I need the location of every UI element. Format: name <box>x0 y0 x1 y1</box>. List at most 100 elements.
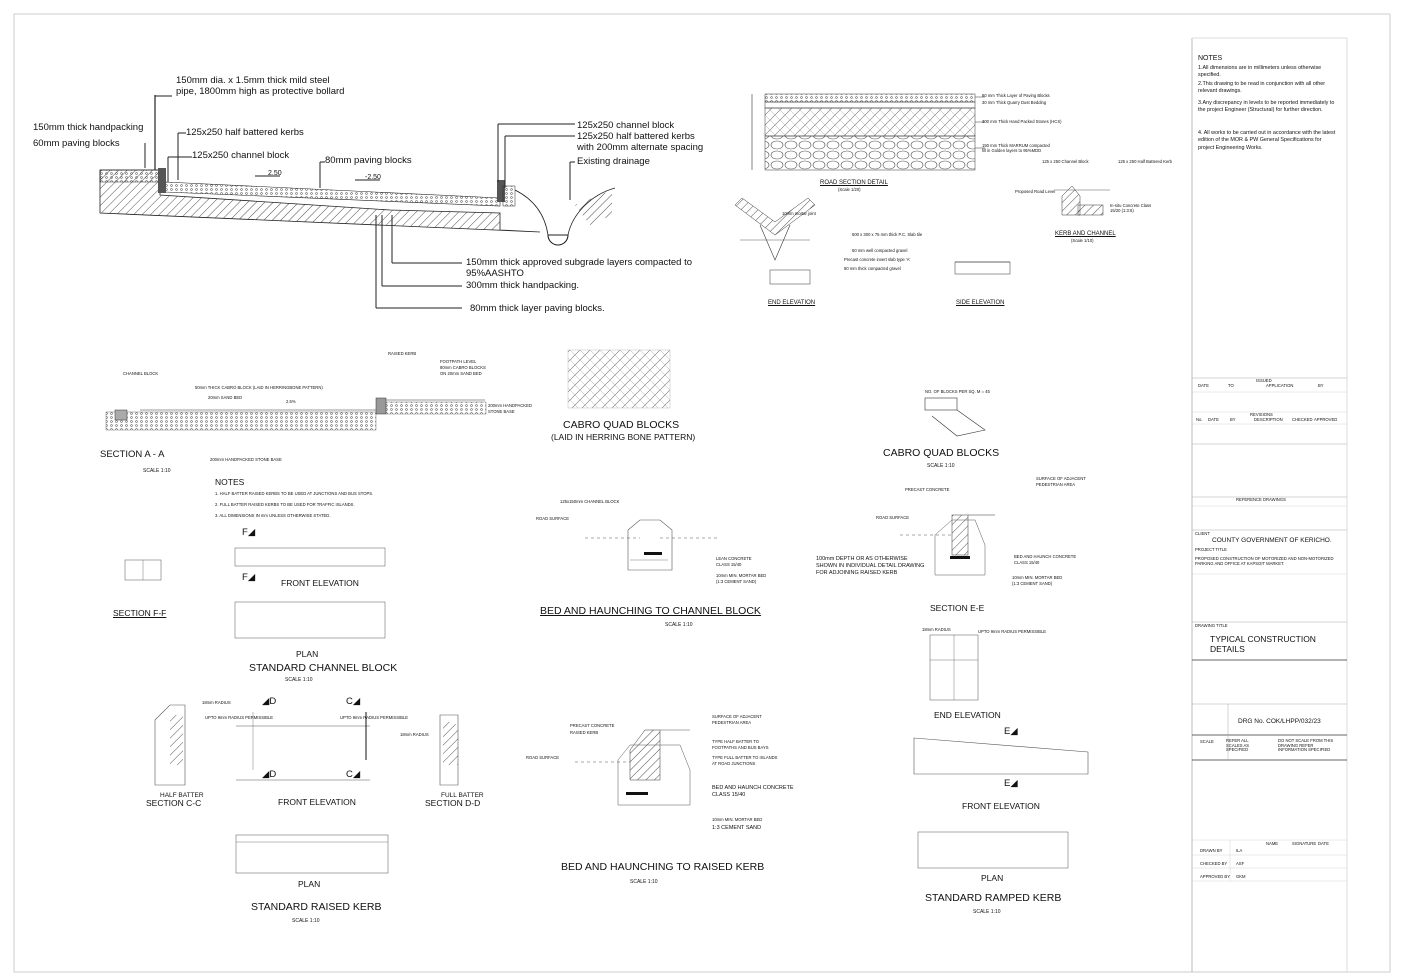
section-aa-drawing <box>105 349 986 437</box>
raised-kerb-title: STANDARD RAISED KERB <box>251 901 382 913</box>
layer-4: 150 mm Thick MARRUM compacted fill in Go… <box>982 143 1050 153</box>
channel-block-title: STANDARD CHANNEL BLOCK <box>249 662 398 674</box>
ee-label-bed: BED AND HAUNCH CONCRETE <box>1014 554 1077 559</box>
marker-c-top: C◢ <box>346 696 361 707</box>
ramp-end-elevation: END ELEVATION <box>934 710 1001 720</box>
ramped-kerb-scale: SCALE 1:10 <box>973 909 1001 915</box>
channel-block-scale: SCALE 1:10 <box>285 677 313 683</box>
ramp-radius-right: UPTO 9mm RADIUS PERMISSIBLE <box>978 629 1047 634</box>
cabro-title-2: CABRO QUAD BLOCKS <box>883 447 1000 459</box>
bed-ch-label-lean: LEAN CONCRETE <box>716 556 752 561</box>
road-detail-title: ROAD SECTION DETAIL <box>820 180 888 186</box>
end-note-4: Precast concrete invert slab type 'A' <box>844 257 911 262</box>
raised-radius-4: 18mm RADIUS <box>400 732 429 737</box>
bk-label-half: TYPE HALF BATTER TO <box>712 739 760 744</box>
tb-rev-by: BY <box>1230 417 1236 422</box>
cabro-scale-2: SCALE 1:10 <box>927 463 955 469</box>
section-cc-label: SECTION C-C <box>146 798 202 808</box>
marker-e-top: E◢ <box>1004 726 1018 737</box>
kerb-note-3: Proposed Road Level <box>1015 189 1056 194</box>
ee-label-precast: PRECAST CONCRETE <box>905 487 950 492</box>
bed-channel-drawing <box>585 519 720 571</box>
kerb-channel-scale: (Scale 1/10) <box>1071 238 1094 243</box>
fall-left-label: 2.50 <box>268 170 282 177</box>
notes-left-1: 1. HALF BATTER RAISED KERBS TO BE USED A… <box>215 491 374 496</box>
bk-label-surface: SURFACE OF ADJACENT <box>712 714 762 719</box>
ee-label-depth-2: SHOWN IN INDIVIDUAL DETAIL DRAWING <box>816 563 925 569</box>
side-elevation-label: SIDE ELEVATION <box>956 300 1005 306</box>
bed-ch-label-mortar: 10mm MIN. MORTAR BED <box>716 573 767 578</box>
channel-front-elevation: FRONT ELEVATION <box>281 578 359 588</box>
half-batter-label: HALF BATTER <box>160 792 204 799</box>
tb-issued-date: DATE <box>1198 383 1209 388</box>
aa-label-base: 200mm HANDPACKED STONE BASE <box>210 457 282 462</box>
marker-d-bottom: ◢D <box>262 769 277 780</box>
raised-kerb-drawing <box>154 704 459 874</box>
ee-label-road: ROAD SURFACE <box>876 515 910 520</box>
ramp-front-elevation: FRONT ELEVATION <box>962 801 1040 811</box>
tb-drg-no: DRG No. COK/LHPP/032/23 <box>1238 718 1321 725</box>
bk-label-sand: 1:3 CEMENT SAND <box>712 825 762 831</box>
tb-checked-by: CHECKED BY <box>1200 861 1228 866</box>
tb-issued: ISSUED <box>1256 378 1272 383</box>
end-note-1: 10mm mortar joint <box>782 211 816 216</box>
bed-channel-scale: SCALE 1:10 <box>665 622 693 628</box>
ee-label-class: CLASS 15/40 <box>1014 560 1040 565</box>
aa-label-sand: 20mm SAND BED <box>208 395 243 400</box>
tb-rev-checked: CHECKED <box>1292 417 1313 422</box>
end-note-3: 60 mm well compacted gravel <box>852 248 908 253</box>
ee-label-surface: SURFACE OF ADJACENT <box>1036 476 1086 481</box>
raised-kerb-scale: SCALE 1:10 <box>292 918 320 924</box>
tb-rev-desc: DESCRIPTION <box>1254 417 1283 422</box>
tb-rev-approved: APPROVED <box>1314 417 1338 422</box>
tb-drawing-title-1: TYPICAL CONSTRUCTION <box>1210 634 1316 644</box>
channel-block-label: 125x250 channel block <box>192 150 290 161</box>
road-detail-scale: (Scale 1/20) <box>838 187 861 192</box>
notes-left-2: 2. FULL BATTER RAISED KERBS TO BE USED F… <box>215 502 355 507</box>
aa-label-stone: STONE BASE <box>488 409 515 414</box>
notes-left-3: 3. ALL DIMENSIONS IN mm UNLESS OTHERWISE… <box>215 513 331 518</box>
tb-sign-signature: SIGNATURE <box>1292 841 1317 846</box>
aa-label-raised: RAISED KERB <box>388 351 417 356</box>
ramped-kerb-title: STANDARD RAMPED KERB <box>925 892 1062 904</box>
fall-right-label: -2.50 <box>365 174 381 181</box>
bk-label-precast: PRECAST CONCRETE <box>570 723 615 728</box>
aa-label-footpath: FOOTPATH LEVEL <box>440 359 477 364</box>
road-cross-section <box>99 95 616 309</box>
half-battered-right-label: 125x250 half battered kerbs <box>577 131 695 142</box>
tb-scale-note: REFER ALL SCALES AS SPECIFIED <box>1226 738 1250 753</box>
end-elevation-label: END ELEVATION <box>768 300 816 306</box>
tb-issued-app: APPLICATION <box>1266 383 1294 388</box>
bed-ch-label-class: CLASS 15/40 <box>716 562 742 567</box>
bk-label-road: ROAD SURFACE <box>526 755 560 760</box>
section-ee-title: SECTION E-E <box>930 603 985 613</box>
tb-rev-no: No. <box>1196 417 1203 422</box>
bollard-label-1: 150mm dia. x 1.5mm thick mild steel <box>176 75 330 86</box>
raised-radius-1: 18mm RADIUS <box>202 700 231 705</box>
marker-f-top: F◢ <box>242 527 256 538</box>
tb-rev-date: DATE <box>1208 417 1219 422</box>
channel-plan-label: PLAN <box>296 649 319 659</box>
tb-drawn-name: ILA <box>1236 848 1243 853</box>
ramp-radius-left: 18mm RADIUS <box>922 627 951 632</box>
bk-label-full: TYPE FULL BATTER TO ISLANDS <box>712 755 778 760</box>
channel-block-drawing <box>124 547 386 639</box>
road-section-detail <box>734 93 1110 285</box>
raised-front-elevation: FRONT ELEVATION <box>278 797 356 807</box>
tb-approved-name: GKM <box>1236 874 1246 879</box>
tb-sign-date: DATE <box>1318 841 1329 846</box>
tb-drawing-title-2: DETAILS <box>1210 644 1245 654</box>
cabro-title-1: CABRO QUAD BLOCKS <box>563 419 680 431</box>
full-batter-label: FULL BATTER <box>441 792 484 799</box>
bed-kerb-scale: SCALE 1:10 <box>630 879 658 885</box>
bed-ch-label-block: 125x150mm CHANNEL BLOCK <box>560 499 620 504</box>
tb-issued-to: TO <box>1228 383 1234 388</box>
end-note-2: 600 x 300 x 75 mm thick P.C. Slab tile <box>852 232 923 237</box>
marker-e-bottom: E◢ <box>1004 778 1018 789</box>
bk-label-raised: RAISED KERB <box>570 730 599 735</box>
bed-ch-label-road: ROAD SURFACE <box>536 516 570 521</box>
bed-kerb-title: BED AND HAUNCHING TO RAISED KERB <box>561 861 765 873</box>
marker-f-bottom: F◢ <box>242 572 256 583</box>
subgrade-label-2: 95%AASHTO <box>466 268 524 279</box>
